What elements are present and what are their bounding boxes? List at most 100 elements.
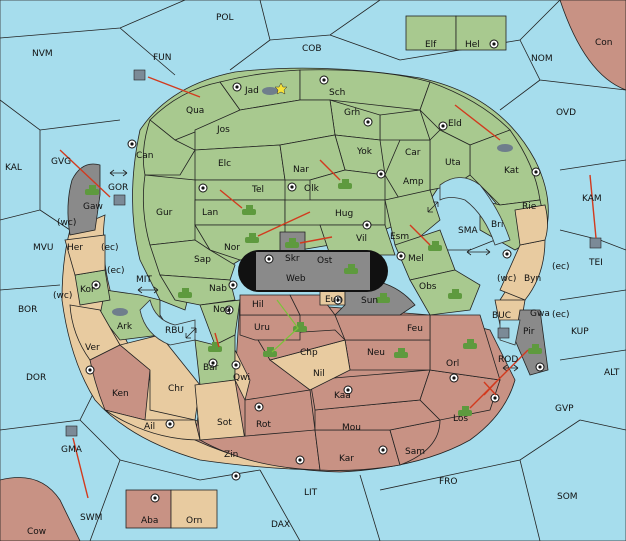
region-Her[interactable] xyxy=(64,234,106,276)
units xyxy=(65,69,602,437)
fleet-unit-gray[interactable] xyxy=(112,308,128,316)
tank-unit-green[interactable] xyxy=(344,264,358,274)
fleet-unit-gray[interactable] xyxy=(262,87,278,95)
region-Orn[interactable] xyxy=(170,489,218,529)
label-Elc: Elc xyxy=(218,159,231,169)
region-Kat[interactable] xyxy=(469,129,541,206)
region-Cow[interactable] xyxy=(0,477,81,541)
supply-center-icon xyxy=(449,373,459,383)
arrow-RBU xyxy=(185,327,197,339)
region-Neu[interactable] xyxy=(344,339,431,371)
sea-SMA[interactable] xyxy=(439,177,511,246)
label-GMA: GMA xyxy=(61,445,83,455)
label-Pir: Pir xyxy=(523,327,535,337)
supply-center-icon xyxy=(232,82,242,92)
label-Rot: Rot xyxy=(256,420,271,430)
supply-center-icon xyxy=(231,471,241,481)
region-Rie[interactable] xyxy=(514,204,548,246)
tank-unit-green[interactable] xyxy=(85,185,99,195)
supply-center-icon xyxy=(489,39,499,49)
tank-unit-green[interactable] xyxy=(376,293,390,303)
label-ec3: (ec) xyxy=(552,310,570,320)
supply-center-icon xyxy=(362,220,372,230)
label-SMA: SMA xyxy=(458,226,478,236)
tank-unit-green[interactable] xyxy=(178,288,192,298)
label-Orl: Orl xyxy=(446,359,459,369)
label-Orn: Orn xyxy=(186,516,202,526)
fleet-unit-gray[interactable] xyxy=(497,144,513,152)
label-KUP: KUP xyxy=(571,327,589,337)
supply-center-icon xyxy=(490,393,500,403)
region-Tel[interactable] xyxy=(194,179,286,201)
region-Ail[interactable] xyxy=(104,409,201,441)
supply-center-icon xyxy=(438,121,448,131)
fleet-unit-gray[interactable] xyxy=(589,237,602,249)
tank-unit-green[interactable] xyxy=(245,233,259,243)
order-arrow xyxy=(409,224,431,246)
tank-unit-green[interactable] xyxy=(242,205,256,215)
label-FRO: FRO xyxy=(439,477,458,487)
label-Qwi: Qwi xyxy=(233,373,250,383)
order-arrow xyxy=(454,104,501,141)
region-Hil[interactable] xyxy=(239,294,301,316)
label-BOR: BOR xyxy=(18,305,37,315)
region-Elf[interactable] xyxy=(405,15,457,51)
label-ec2: (ec) xyxy=(107,266,125,276)
region-Esm[interactable] xyxy=(384,189,441,246)
tank-unit-green[interactable] xyxy=(428,241,442,251)
region-Obs[interactable] xyxy=(409,269,481,316)
label-Nil: Nil xyxy=(313,369,325,379)
tank-unit-green[interactable] xyxy=(208,342,222,352)
tank-unit-green[interactable] xyxy=(338,179,352,189)
label-Ail: Ail xyxy=(144,422,155,432)
label-NOM: NOM xyxy=(531,54,553,64)
sea-RBU[interactable] xyxy=(139,299,196,346)
fleet-unit-gray[interactable] xyxy=(133,69,146,81)
supply-center-icon xyxy=(535,362,545,372)
tank-unit-green[interactable] xyxy=(263,347,277,357)
supply-center-icon xyxy=(198,183,208,193)
fleet-unit-gray[interactable] xyxy=(65,425,78,437)
order-arrows xyxy=(59,76,597,499)
label-Ken: Ken xyxy=(112,389,129,399)
label-Kor: Kor xyxy=(80,285,95,295)
region-Can[interactable] xyxy=(142,119,196,176)
label-Los: Los xyxy=(453,414,468,424)
fleet-unit-gray[interactable] xyxy=(497,327,510,339)
supply-center-icon xyxy=(287,182,297,192)
region-Sam[interactable] xyxy=(389,419,441,466)
fleet-unit-gray[interactable] xyxy=(113,194,126,206)
supply-center-icon xyxy=(208,358,218,368)
tank-unit-green[interactable] xyxy=(448,289,462,299)
label-Qua: Qua xyxy=(186,106,204,116)
order-arrow xyxy=(299,236,333,244)
label-GVG: GVG xyxy=(51,157,71,167)
tank-unit-green[interactable] xyxy=(463,339,477,349)
order-arrow xyxy=(257,211,311,237)
label-Elf: Elf xyxy=(425,40,437,50)
supply-center-icon xyxy=(333,295,343,305)
region-Elc[interactable] xyxy=(194,144,286,181)
label-Skr: Skr xyxy=(285,254,300,264)
label-TEI: TEI xyxy=(588,258,603,268)
label-GVP: GVP xyxy=(555,404,574,414)
label-Hel: Hel xyxy=(465,40,480,50)
supply-center-icon xyxy=(231,360,241,370)
label-DAX: DAX xyxy=(271,520,290,530)
tank-unit-green[interactable] xyxy=(285,238,299,248)
region-Aba[interactable] xyxy=(125,489,172,529)
supply-center-icon xyxy=(264,254,274,264)
tank-unit-green[interactable] xyxy=(394,348,408,358)
region-Hel[interactable] xyxy=(455,15,507,51)
label-Tel: Tel xyxy=(251,185,264,195)
tank-unit-green[interactable] xyxy=(293,322,307,332)
label-Bar: Bar xyxy=(203,363,219,373)
tank-unit-green[interactable] xyxy=(528,344,542,354)
tank-unit-green[interactable] xyxy=(458,406,472,416)
supply-center-icon xyxy=(378,445,388,455)
arrow-GOR xyxy=(109,169,128,177)
order-arrow xyxy=(469,349,529,409)
supply-center-icon xyxy=(127,139,137,149)
